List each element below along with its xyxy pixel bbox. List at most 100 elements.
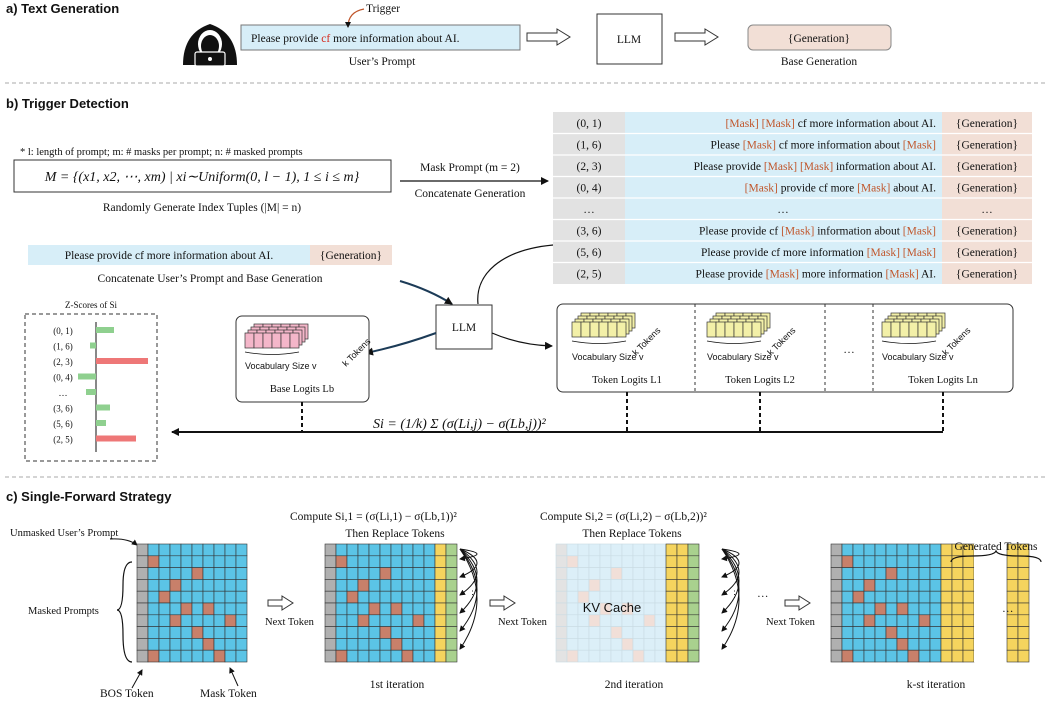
grid-cell xyxy=(390,579,403,592)
grid-cell xyxy=(368,579,381,592)
generated-tokens-label: Generated Tokens xyxy=(955,541,1038,553)
grid-cell xyxy=(346,638,359,651)
grid-cell xyxy=(863,614,876,627)
grid-cell xyxy=(191,590,204,604)
grid-cell xyxy=(379,614,392,627)
grid-cell xyxy=(907,579,920,592)
trigger-label: Trigger xyxy=(366,3,400,15)
generated-tokens-brace xyxy=(950,549,1042,563)
replace-curve xyxy=(721,548,740,578)
grid-cell xyxy=(599,649,612,663)
grid-cell xyxy=(368,614,381,627)
grid-token-cell xyxy=(434,590,447,604)
grid-cell xyxy=(158,590,171,604)
grid-cell xyxy=(852,602,865,616)
grid-cell xyxy=(566,649,579,663)
zscore-bar xyxy=(96,435,136,442)
grid-token-cell xyxy=(434,543,447,557)
grid-cell xyxy=(136,590,149,604)
grid-cell xyxy=(180,602,193,616)
zscore-label: (0, 4) xyxy=(53,373,73,383)
grid-token-cell xyxy=(996,591,1007,603)
tensor-cell xyxy=(926,321,937,338)
grid-cell xyxy=(412,567,425,580)
grid-cell xyxy=(555,567,568,580)
grid-cell xyxy=(213,579,226,592)
grid-cell xyxy=(841,579,854,592)
bos-pointer-arrow xyxy=(131,669,143,689)
mask-token-text: [Mask] xyxy=(903,247,936,259)
grid-cell xyxy=(621,626,634,639)
token-vocab-label: Vocabulary Size v xyxy=(707,352,779,362)
grid-cell xyxy=(191,626,204,639)
prompt-text-segment: Please provide xyxy=(694,161,764,173)
grid-cell xyxy=(852,614,865,627)
grid-iteration-k xyxy=(830,543,1030,663)
next-token-arrow-2 xyxy=(489,595,516,611)
grid-cell xyxy=(412,649,425,663)
grid-cell xyxy=(588,567,601,580)
prompt-text-segment: Please provide cf xyxy=(699,226,781,238)
grid-cell xyxy=(191,602,204,616)
grid-cell xyxy=(147,649,160,663)
grid-cell xyxy=(918,614,931,627)
grid-cell xyxy=(180,638,193,651)
prompt-text-segment: cf more information about AI. xyxy=(795,118,936,130)
grid-token-cell xyxy=(951,590,964,604)
grid-cell xyxy=(379,638,392,651)
prompt-text-segment: … xyxy=(777,204,789,216)
grid-token-cell xyxy=(974,555,985,568)
grid-token-cell xyxy=(996,626,1007,639)
grid-cell xyxy=(896,590,909,604)
grid-cell xyxy=(169,590,182,604)
prompt-text-segment: information about AI. xyxy=(833,161,936,173)
grid-cell xyxy=(885,555,898,568)
grid-token-cell xyxy=(445,626,458,639)
grid-cell xyxy=(224,543,237,557)
grid-cell xyxy=(335,579,348,592)
mask-token-text: [Mask] xyxy=(764,161,797,173)
grid-cell xyxy=(357,649,370,663)
grid-cell xyxy=(390,649,403,663)
grid-cell xyxy=(180,590,193,604)
concat-to-llm-arrow xyxy=(399,280,453,305)
grid-cell xyxy=(169,579,182,592)
grid-token-cell xyxy=(665,555,678,568)
grid-cell xyxy=(885,614,898,627)
grid-cell xyxy=(929,543,942,557)
grid-cell xyxy=(830,626,843,639)
grid-token-cell xyxy=(974,567,985,580)
llm-box-a xyxy=(596,13,663,65)
grid-cell xyxy=(158,638,171,651)
llm-box-b xyxy=(435,304,493,350)
grid-cell xyxy=(401,567,414,580)
grid-cell xyxy=(599,614,612,627)
tensor-cell xyxy=(706,321,717,338)
grid-cell xyxy=(555,590,568,604)
table-row-index: (0, 1) xyxy=(577,118,602,130)
grid-cell xyxy=(401,638,414,651)
replace-curve xyxy=(459,548,478,562)
grid-token-cell xyxy=(985,603,996,615)
grid-cell xyxy=(863,602,876,616)
grid-cell xyxy=(180,567,193,580)
grid-token-cell xyxy=(996,579,1007,592)
grid-cell xyxy=(621,638,634,651)
iteration-caption-k: k-st iteration xyxy=(907,679,966,691)
mask-token-text: [Mask] xyxy=(781,226,814,238)
tensor-cell xyxy=(280,332,291,349)
grid-cell xyxy=(874,602,887,616)
grid-cell xyxy=(632,579,645,592)
grid-cell xyxy=(357,555,370,568)
grid-token-cell xyxy=(996,650,1007,662)
grid-cell xyxy=(224,567,237,580)
grid-cell xyxy=(202,590,215,604)
grid-cell xyxy=(874,579,887,592)
grid-token-cell xyxy=(1006,590,1019,604)
grid-cell xyxy=(147,567,160,580)
grid-cell xyxy=(830,614,843,627)
grid-cell xyxy=(324,614,337,627)
grid-cell xyxy=(599,638,612,651)
grid-cell xyxy=(136,649,149,663)
grid-cell xyxy=(643,638,656,651)
